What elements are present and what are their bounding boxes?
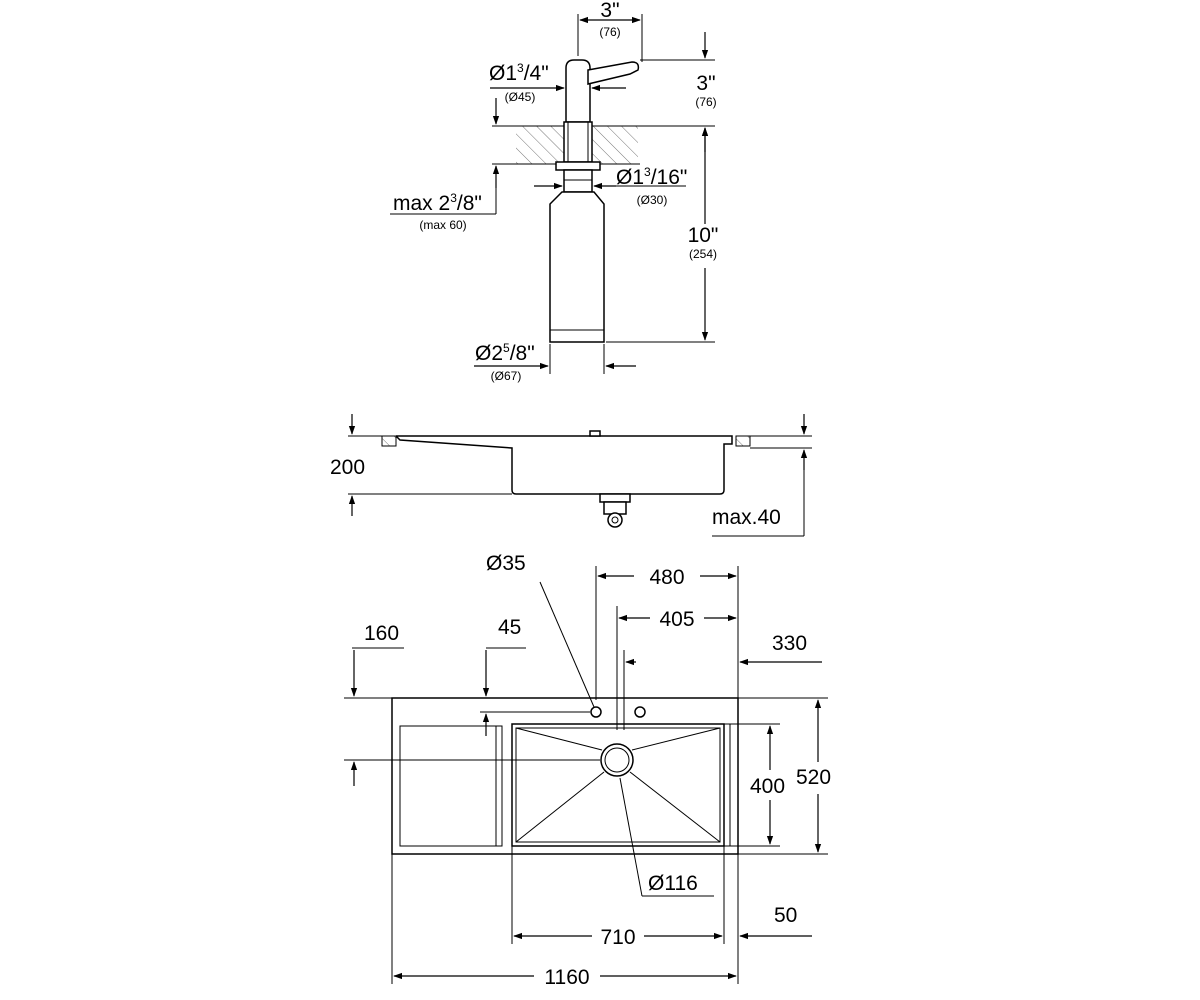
soap-dispenser-drawing: 3" (76) 3" (76) 10" (254) Ø13/4" (Ø45) m… <box>390 0 718 383</box>
bottle-dia-label: Ø25/8" <box>475 341 535 365</box>
sink-plan-drawing: Ø35 480 405 330 160 45 <box>344 552 831 989</box>
dim-160-label: 160 <box>364 622 399 645</box>
dim-405-label: 405 <box>659 608 694 631</box>
sink-depth-label: 200 <box>330 456 365 479</box>
bottle-dia-mm: (Ø67) <box>491 369 522 383</box>
dispenser-nut <box>555 161 601 171</box>
drain-fitting <box>599 493 631 503</box>
dispenser-bottle <box>549 191 605 343</box>
shank-dia-label: Ø13/16" <box>616 165 687 189</box>
bowl-length-label: 710 <box>600 926 635 949</box>
bottle-height-label: 10" <box>688 224 719 247</box>
head-height-label: 3" <box>696 72 715 95</box>
shank-dia-mm: (Ø30) <box>637 193 668 207</box>
drainboard <box>399 725 503 847</box>
dispenser-width-label: 3" <box>600 0 619 22</box>
head-height-mm: (76) <box>695 95 716 109</box>
dispenser-spout <box>587 61 640 85</box>
hole-dia-label: Ø35 <box>486 552 526 575</box>
dim-480-label: 480 <box>649 566 684 589</box>
dispenser-shank <box>563 121 593 163</box>
dispenser-width-mm: (76) <box>599 25 620 39</box>
drain-hole <box>600 743 634 777</box>
head-dia-mm: (Ø45) <box>505 90 536 104</box>
dim-330-label: 330 <box>772 632 807 655</box>
bowl-width-label: 400 <box>750 775 785 798</box>
max-thickness-section-label: max.40 <box>712 506 781 529</box>
dim-50-label: 50 <box>774 904 797 927</box>
tap-hole <box>590 706 602 718</box>
head-dia-label: Ø13/4" <box>489 61 549 85</box>
sink-section-drawing: 200 max.40 <box>330 414 812 537</box>
max-thickness-mm: (max 60) <box>419 218 466 232</box>
tap-hole-2 <box>634 706 646 718</box>
total-width-label: 520 <box>796 766 831 789</box>
sink-outline <box>391 697 739 855</box>
dispenser-head <box>565 59 591 123</box>
dim-45-label: 45 <box>498 616 521 639</box>
sink-bowl <box>511 723 725 847</box>
sink-profile <box>395 435 733 495</box>
total-length-label: 1160 <box>544 966 589 989</box>
max-thickness-label: max 23/8" <box>393 191 482 215</box>
bottle-height-mm: (254) <box>689 247 717 261</box>
drain-dia-label: Ø116 <box>648 872 698 895</box>
